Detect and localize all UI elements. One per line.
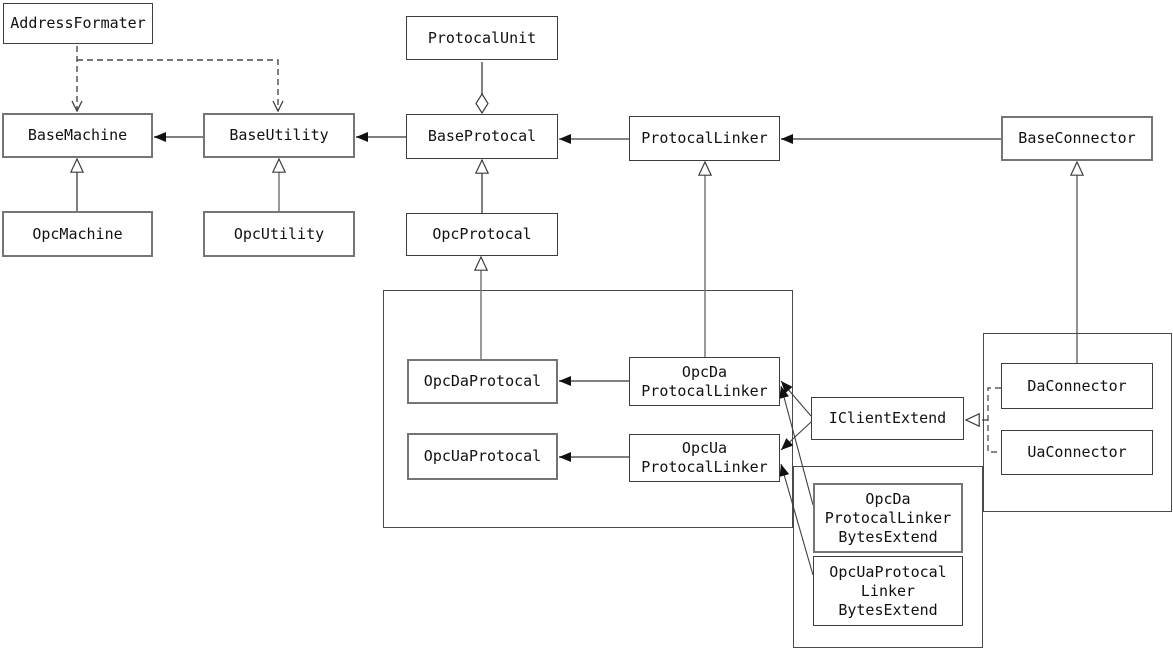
class-protocallinker: ProtocalLinker [629,116,780,161]
class-opcuaprotocallinkerbytesextend: OpcUaProtocal Linker BytesExtend [813,556,963,626]
class-uaconnector: UaConnector [1001,430,1153,475]
class-opcuaprotocallinker-label: OpcUa ProtocalLinker [641,439,768,476]
class-opcdaprotocallinker-label: OpcDa ProtocalLinker [641,362,768,400]
class-opcmachine-label: OpcMachine [32,224,123,243]
class-iclientextend: IClientExtend [811,397,964,440]
class-opcuaprotocallinkerbytesextend-label: OpcUaProtocal Linker BytesExtend [829,562,947,619]
class-basemachine: BaseMachine [2,113,153,158]
class-opcutility-label: OpcUtility [233,224,325,243]
class-opcutility: OpcUtility [203,211,355,257]
class-opcprotocal: OpcProtocal [406,213,558,256]
class-basemachine-label: BaseMachine [27,126,128,144]
class-uaconnector-label: UaConnector [1027,443,1127,461]
class-baseprotocal-label: BaseProtocal [427,127,537,145]
class-opcuaprotocal: OpcUaProtocal [407,433,558,480]
class-opcdaprotocal-label: OpcDaProtocal [423,372,542,390]
class-opcdaprotocallinkerbytesextend: OpcDa ProtocalLinker BytesExtend [813,483,963,553]
class-baseutility: BaseUtility [203,113,355,158]
dep-addressformater-baseutility [77,59,284,113]
class-opcuaprotocallinker: OpcUa ProtocalLinker [629,434,780,482]
class-baseutility-label: BaseUtility [229,126,329,144]
group-opc [383,290,793,528]
class-iclientextend-label: IClientExtend [828,409,947,427]
class-opcuaprotocal-label: OpcUaProtocal [423,447,542,465]
class-opcprotocal-label: OpcProtocal [432,225,532,243]
class-opcdaprotocallinker: OpcDa ProtocalLinker [629,357,780,406]
class-protocallinker-label: ProtocalLinker [641,129,768,147]
class-baseprotocal: BaseProtocal [406,114,558,159]
class-addressformater: AddressFormater [3,3,153,44]
group-connector [983,333,1172,512]
class-protocalunit-label: ProtocalUnit [427,28,537,47]
class-daconnector-label: DaConnector [1027,376,1127,395]
class-baseconnector: BaseConnector [1001,116,1153,161]
class-addressformater-label: AddressFormater [10,14,146,32]
class-opcmachine: OpcMachine [2,211,153,257]
class-daconnector: DaConnector [1001,363,1153,409]
class-opcdaprotocallinkerbytesextend-label: OpcDa ProtocalLinker BytesExtend [824,489,952,546]
class-baseconnector-label: BaseConnector [1018,129,1136,147]
class-protocalunit: ProtocalUnit [406,16,558,60]
class-opcdaprotocal: OpcDaProtocal [407,359,558,404]
